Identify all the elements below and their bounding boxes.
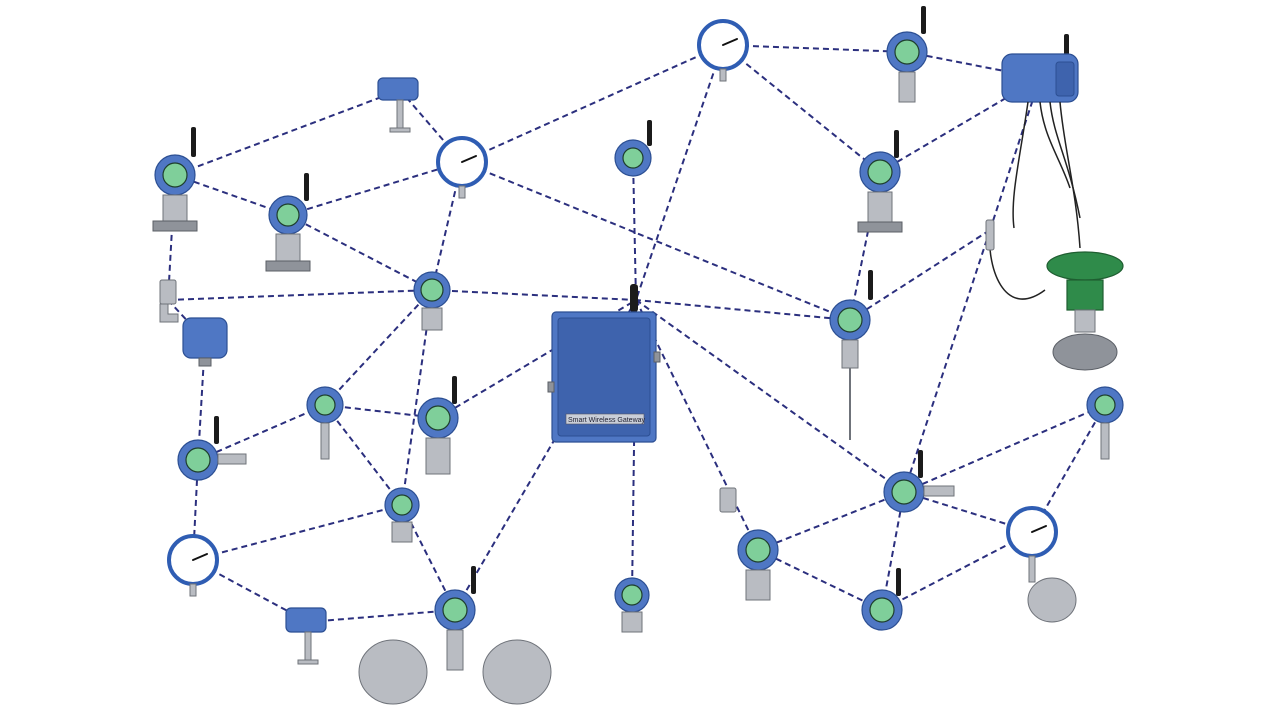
mesh-link [197,404,326,461]
pressure-transmitter-bottom-center[interactable] [614,577,650,633]
mesh-link [635,299,759,551]
temperature-transmitter-small-1[interactable] [306,386,344,460]
mesh-link [989,77,1041,231]
gateway-label: Smart Wireless Gateway [568,417,646,424]
mesh-link [431,289,637,301]
pressure-transmitter-left-2[interactable] [265,173,311,272]
mesh-link [903,229,991,493]
pressure-gauge-bottom-right[interactable] [1006,506,1077,623]
pressure-transmitter-mid[interactable] [417,376,459,475]
mesh-link [722,44,881,173]
mesh-link [722,44,908,53]
pressure-transmitter-remote-seals[interactable] [358,566,552,705]
mesh-link [881,531,1033,611]
temp-head-left[interactable] [182,317,228,367]
temperature-transmitter-right[interactable] [883,450,955,513]
temperature-transmitter-far-right[interactable] [1086,386,1124,460]
pressure-gauge-upper-left[interactable] [436,136,488,199]
transmitter-bottom-right[interactable] [861,568,903,631]
mesh-link [287,161,463,216]
mesh-link [324,289,433,406]
mesh-link [635,44,724,301]
pressure-transmitter-elbow[interactable] [719,487,779,601]
mesh-link [324,404,403,506]
level-sensor-small[interactable] [985,219,995,251]
mesh-link [287,214,433,291]
mesh-link [192,504,403,561]
elbow-sensor-left[interactable] [159,279,179,323]
pressure-transmitter-center-left[interactable] [413,271,451,331]
mesh-link [307,609,456,623]
devices: Smart Wireless Gateway [152,6,1124,705]
mesh-link [849,229,991,321]
smart-wireless-gateway[interactable]: Smart Wireless Gateway [547,284,661,443]
mesh-link [401,289,433,506]
pressure-gauge-bottom-left[interactable] [167,534,219,597]
mesh-link [757,549,883,611]
control-valve[interactable] [988,219,1124,371]
transmitter-top-center[interactable] [614,120,652,177]
temp-head-bottom-left[interactable] [285,607,327,665]
mesh-link [757,491,905,551]
mesh-link [399,89,463,163]
mesh-link [635,299,851,321]
mesh-link [461,44,724,163]
mesh-link [174,89,401,176]
pressure-transmitter-upper-left[interactable] [152,127,198,232]
wireless-adapter-top-right[interactable] [1001,34,1081,249]
mesh-link [167,289,433,301]
pressure-transmitter-right-mid[interactable] [857,130,903,233]
mesh-link [635,299,905,493]
level-transmitter[interactable] [829,270,873,440]
mesh-link [632,157,637,301]
pressure-gauge-top[interactable] [697,19,749,82]
temperature-transmitter-left[interactable] [177,416,247,481]
temp-head-top[interactable] [377,77,419,133]
transmitter-top-right[interactable] [886,6,928,103]
pressure-transmitter-small-2[interactable] [384,487,420,543]
mesh-link [903,404,1106,493]
mesh-link [631,299,637,596]
mesh-link [461,161,851,321]
